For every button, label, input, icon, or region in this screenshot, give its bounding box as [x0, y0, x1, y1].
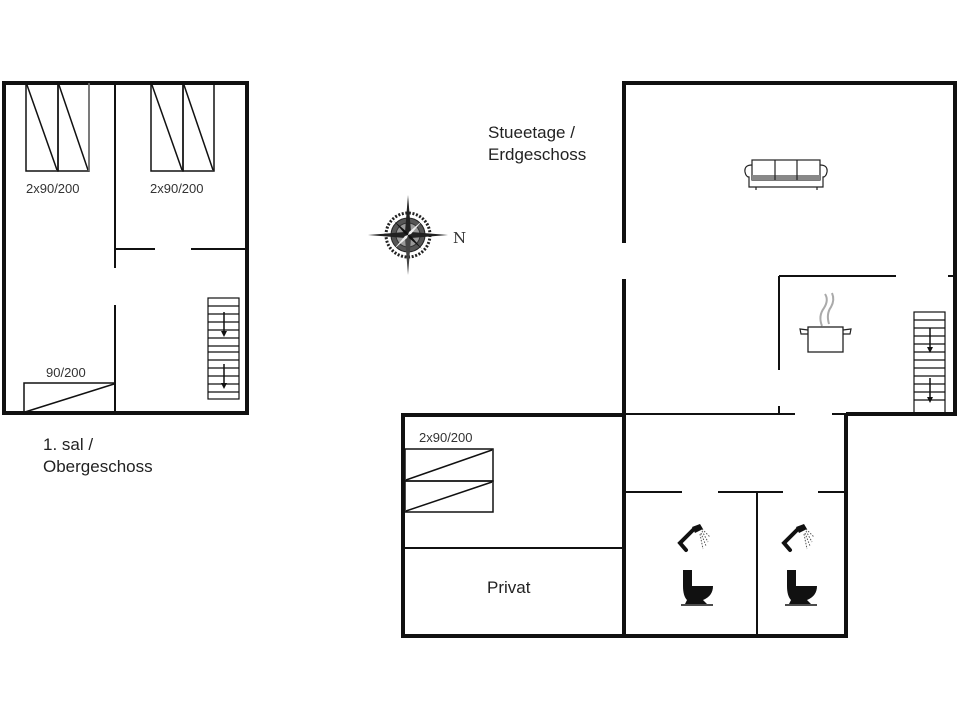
- toilet-icon: [681, 570, 713, 606]
- stairs-icon: [207, 297, 240, 400]
- bed-size-label: 90/200: [46, 365, 86, 380]
- bed-icon: [404, 448, 494, 513]
- ground-floor-plan: [401, 81, 957, 638]
- ground-lower-outer-wall: [401, 413, 626, 638]
- room-label-privat: Privat: [487, 578, 531, 597]
- upper-floor-title: 1. sal / Obergeschoss: [43, 434, 153, 478]
- north-label: N: [453, 229, 467, 247]
- upper-floor-title-line2: Obergeschoss: [43, 457, 153, 476]
- bed-icon: [25, 82, 90, 172]
- stairs-icon: [913, 311, 946, 414]
- upper-floor-title-line1: 1. sal /: [43, 435, 94, 454]
- ground-floor-title-line2: Erdgeschoss: [488, 145, 587, 164]
- compass-rose-icon: [368, 195, 448, 275]
- bed-size-label: 2x90/200: [150, 181, 204, 196]
- shower-icon: [677, 524, 711, 552]
- cooking-pot-icon: [799, 292, 852, 353]
- bed-size-label: 2x90/200: [26, 181, 80, 196]
- upper-floor-plan: [2, 81, 249, 415]
- shower-icon: [781, 524, 815, 552]
- ground-floor-title-line1: Stueetage /: [488, 123, 575, 142]
- bed-icon: [23, 382, 116, 414]
- toilet-icon: [785, 570, 817, 606]
- ground-floor-title: Stueetage / Erdgeschoss: [488, 122, 586, 166]
- sofa-icon: [744, 159, 828, 190]
- bed-icon: [150, 82, 215, 172]
- bed-size-label: 2x90/200: [419, 430, 473, 445]
